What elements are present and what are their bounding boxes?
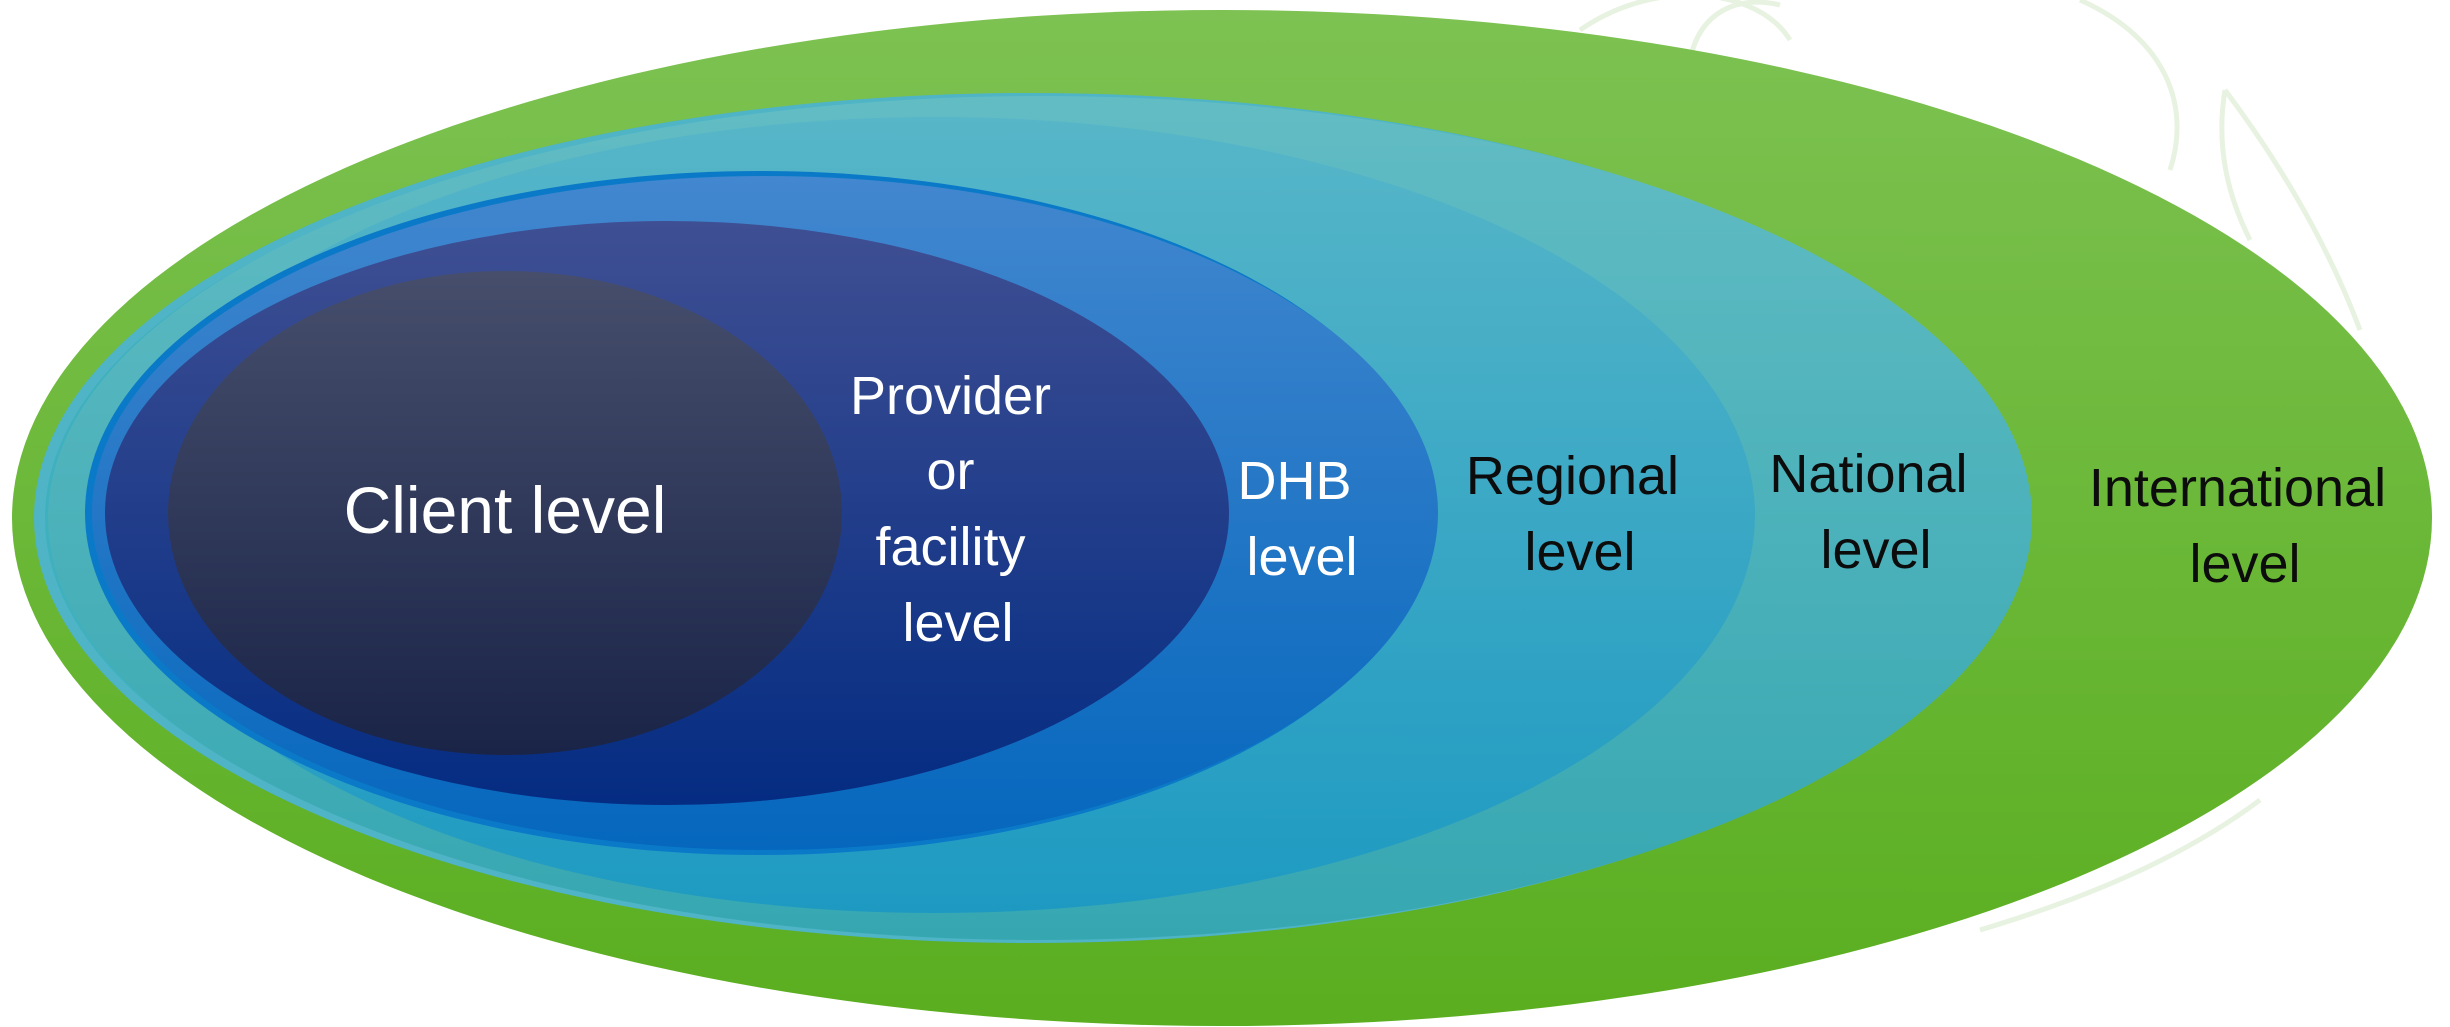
international-level-label: International level [2089, 458, 2401, 594]
client-level-label: Client level [344, 473, 667, 547]
provider-level-label: Provider or facility level [850, 366, 1066, 653]
client-level-ellipse [168, 271, 842, 755]
dhb-level-label: DHB level [1237, 451, 1366, 587]
national-level-label: National level [1769, 444, 1982, 580]
decorative-leaf-outline [1578, 0, 2363, 933]
regional-level-label: Regional level [1466, 446, 1694, 582]
